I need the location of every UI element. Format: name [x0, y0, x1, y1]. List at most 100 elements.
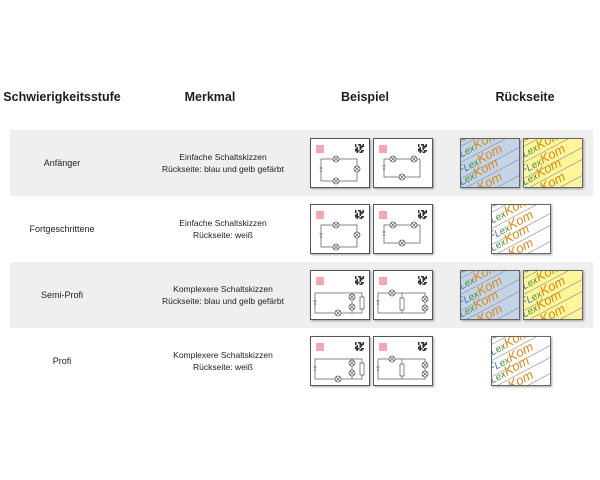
qr-code-icon	[418, 276, 427, 285]
qr-code-icon	[355, 144, 364, 153]
lamp-icon	[421, 361, 429, 369]
battery-icon	[376, 300, 380, 305]
header-back: Rückseite	[495, 90, 555, 104]
feature-text: Einfache Schaltskizzen Rückseite: weiß	[148, 196, 298, 262]
feature-line-1: Einfache Schaltskizzen	[179, 152, 267, 162]
table-row: Anfänger Einfache Schaltskizzen Rückseit…	[10, 130, 593, 196]
lamp-icon	[398, 173, 406, 181]
marker-square	[379, 343, 387, 351]
flexkom-logo: FLexKom	[492, 206, 550, 250]
marker-square	[379, 145, 387, 153]
table-header: Schwierigkeitsstufe Merkmal Beispiel Rüc…	[0, 90, 600, 114]
lamp-icon	[398, 239, 406, 247]
qr-code-icon	[355, 276, 364, 285]
back-card: FLexKom FLexKom FLexKom FLexKom FLexKom	[460, 138, 520, 188]
feature-line-2: Rückseite: weiß	[193, 230, 253, 240]
lamp-icon	[421, 370, 429, 378]
circuit-diagram	[316, 210, 364, 251]
level-label: Profi	[52, 356, 72, 366]
header-level: Schwierigkeitsstufe	[3, 90, 121, 104]
back-card: FLexKom FLexKom FLexKom FLexKom FLexKom	[523, 138, 583, 188]
circuit-diagram	[379, 210, 427, 247]
back-card: FLexKom FLexKom FLexKom FLexKom FLexKom	[460, 270, 520, 320]
feature-line-1: Komplexere Schaltskizzen	[173, 284, 273, 294]
marker-square	[379, 277, 387, 285]
qr-code-icon	[418, 342, 427, 351]
lamp-icon	[348, 369, 356, 377]
lamp-icon	[334, 309, 342, 317]
lamp-icon	[353, 165, 361, 173]
lamp-icon	[421, 304, 429, 312]
marker-square	[379, 211, 387, 219]
table-row: Profi Komplexere Schaltskizzen Rückseite…	[10, 328, 593, 394]
lamp-icon	[348, 303, 356, 311]
svg-text:FLexKom: FLexKom	[492, 337, 532, 362]
feature-text: Komplexere Schaltskizzen Rückseite: weiß	[148, 328, 298, 394]
feature-line-1: Komplexere Schaltskizzen	[173, 350, 273, 360]
flexkom-logo: FLexKom	[461, 139, 519, 156]
table-row: Semi-Profi Komplexere Schaltskizzen Rück…	[10, 262, 593, 328]
battery-icon	[382, 165, 386, 170]
qr-code-icon	[355, 210, 364, 219]
circuit-diagram	[376, 342, 429, 380]
circuit-diagram	[316, 144, 364, 185]
lamp-icon	[334, 375, 342, 383]
flexkom-logo: FLexKom	[524, 271, 582, 288]
circuit-diagram	[313, 342, 365, 383]
back-pattern: FLexKom FLexKom FLexKom FLexKom FLexKom	[524, 271, 582, 319]
svg-text:FLexKom: FLexKom	[492, 205, 528, 216]
qr-code-icon	[418, 210, 427, 219]
flexkom-logo: FLexKom	[492, 337, 550, 354]
flexkom-logo: FLexKom	[492, 337, 550, 368]
battery-icon	[319, 233, 323, 238]
back-pattern: FLexKom FLexKom FLexKom FLexKom FLexKom	[524, 139, 582, 187]
header-example: Beispiel	[341, 90, 389, 104]
battery-icon	[382, 231, 386, 236]
example-card-front	[310, 204, 370, 254]
back-pattern: FLexKom FLexKom FLexKom FLexKom FLexKom	[461, 271, 519, 319]
battery-icon	[376, 366, 380, 371]
example-card-front	[310, 270, 370, 320]
feature-line-2: Rückseite: blau und gelb gefärbt	[162, 296, 284, 306]
flexkom-logo: FLexKom	[524, 139, 582, 156]
lamp-icon	[332, 221, 340, 229]
back-pattern: FLexKom FLexKom FLexKom FLexKom FLexKom	[492, 205, 550, 253]
back-card: FLexKom FLexKom FLexKom FLexKom FLexKom	[491, 336, 551, 386]
feature-text: Komplexere Schaltskizzen Rückseite: blau…	[148, 262, 298, 328]
level-label: Anfänger	[43, 158, 81, 168]
battery-icon	[313, 366, 317, 371]
svg-text:FLexKom: FLexKom	[492, 337, 528, 348]
feature-text: Einfache Schaltskizzen Rückseite: blau u…	[148, 130, 298, 196]
lamp-icon	[332, 155, 340, 163]
svg-text:FLexKom: FLexKom	[524, 139, 560, 150]
back-pattern: FLexKom FLexKom FLexKom FLexKom FLexKom	[492, 337, 550, 385]
flexkom-logo: FLexKom	[492, 205, 550, 222]
qr-code-icon	[355, 342, 364, 351]
example-card-front	[310, 336, 370, 386]
feature-line-1: Einfache Schaltskizzen	[179, 218, 267, 228]
level-label: Fortgeschrittene	[29, 224, 95, 234]
header-feature: Merkmal	[184, 90, 236, 104]
example-card-front	[373, 270, 433, 320]
qr-code-icon	[418, 144, 427, 153]
level-label: Semi-Profi	[40, 290, 83, 300]
battery-icon	[313, 300, 317, 305]
lamp-icon	[389, 155, 397, 163]
example-card-front	[373, 204, 433, 254]
circuit-diagram	[313, 276, 365, 317]
lamp-icon	[348, 359, 356, 367]
marker-square	[316, 277, 324, 285]
circuit-diagram	[376, 276, 429, 314]
lamp-icon	[389, 221, 397, 229]
lamp-icon	[348, 293, 356, 301]
back-pattern: FLexKom FLexKom FLexKom FLexKom FLexKom	[461, 139, 519, 187]
flexkom-logo: FLexKom	[461, 271, 519, 288]
marker-square	[316, 145, 324, 153]
feature-line-2: Rückseite: weiß	[193, 362, 253, 372]
example-card-front	[373, 336, 433, 386]
lamp-icon	[353, 231, 361, 239]
lamp-icon	[410, 155, 418, 163]
lamp-icon	[410, 221, 418, 229]
table-row: Fortgeschrittene Einfache Schaltskizzen …	[10, 196, 593, 262]
lamp-icon	[421, 295, 429, 303]
